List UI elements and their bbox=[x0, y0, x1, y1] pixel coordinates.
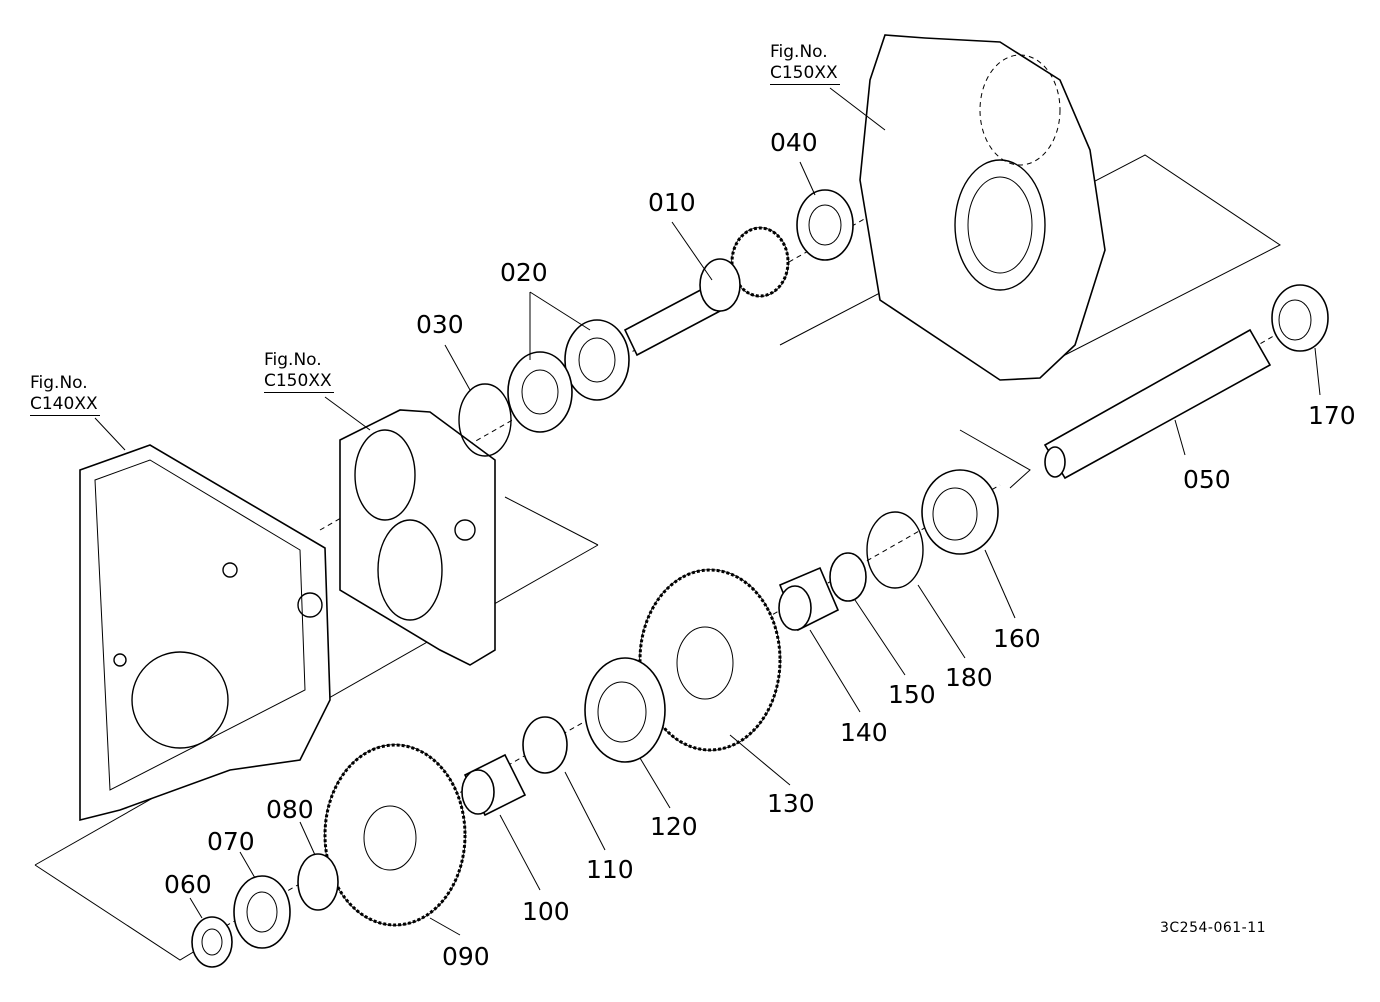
figure-ref-code: C150XX bbox=[770, 63, 840, 85]
middle-assembly-plane bbox=[959, 429, 1031, 489]
part-050-output-shaft bbox=[1043, 328, 1272, 480]
part-label-110[interactable]: 110 bbox=[586, 855, 634, 884]
part-label-080[interactable]: 080 bbox=[266, 795, 314, 824]
figure-ref-code: C150XX bbox=[264, 371, 334, 393]
part-label-160[interactable]: 160 bbox=[993, 624, 1041, 653]
part-120-shifter-collar bbox=[584, 657, 666, 763]
gear-case-right bbox=[859, 34, 1106, 381]
lower-plane-edge-right bbox=[504, 496, 599, 546]
part-label-140[interactable]: 140 bbox=[840, 718, 888, 747]
part-140-needle-bearing bbox=[778, 566, 840, 632]
part-label-120[interactable]: 120 bbox=[650, 812, 698, 841]
part-020-bearing-pair bbox=[507, 319, 630, 433]
part-label-050[interactable]: 050 bbox=[1183, 465, 1231, 494]
part-170-oil-seal bbox=[1271, 284, 1329, 352]
part-070-bearing bbox=[233, 875, 291, 949]
part-label-070[interactable]: 070 bbox=[207, 827, 255, 856]
part-label-020[interactable]: 020 bbox=[500, 258, 548, 287]
part-label-040[interactable]: 040 bbox=[770, 128, 818, 157]
part-label-100[interactable]: 100 bbox=[522, 897, 570, 926]
part-label-130[interactable]: 130 bbox=[767, 789, 815, 818]
gear-case-middle bbox=[339, 409, 496, 666]
figure-ref-left-case[interactable]: Fig.No. C140XX bbox=[30, 373, 100, 416]
figure-ref-middle-case[interactable]: Fig.No. C150XX bbox=[264, 350, 334, 393]
part-110-gear-hub bbox=[522, 716, 568, 774]
part-040-bearing bbox=[796, 189, 854, 261]
part-label-030[interactable]: 030 bbox=[416, 310, 464, 339]
leader-lines bbox=[94, 87, 1321, 936]
part-030-snap-ring bbox=[458, 383, 512, 457]
figure-ref-right-case[interactable]: Fig.No. C150XX bbox=[770, 42, 840, 85]
part-label-150[interactable]: 150 bbox=[888, 680, 936, 709]
part-label-170[interactable]: 170 bbox=[1308, 401, 1356, 430]
drawing-id: 3C254-061-11 bbox=[1160, 920, 1267, 936]
part-label-090[interactable]: 090 bbox=[442, 942, 490, 971]
figure-ref-prefix: Fig.No. bbox=[770, 42, 828, 62]
part-label-180[interactable]: 180 bbox=[945, 663, 993, 692]
part-010-pinion-shaft bbox=[623, 226, 790, 357]
transmission-case-left bbox=[79, 444, 331, 822]
part-090-gear bbox=[323, 743, 467, 927]
figure-ref-code: C140XX bbox=[30, 394, 100, 416]
part-080-spacer bbox=[297, 853, 339, 911]
figure-ref-prefix: Fig.No. bbox=[30, 373, 88, 393]
part-180-snap-ring bbox=[866, 511, 924, 589]
part-100-collar bbox=[461, 753, 527, 817]
figure-ref-prefix: Fig.No. bbox=[264, 350, 322, 370]
part-label-010[interactable]: 010 bbox=[648, 188, 696, 217]
part-130-gear bbox=[638, 568, 782, 752]
part-060-oil-seal bbox=[191, 916, 233, 968]
part-160-bearing bbox=[921, 469, 999, 555]
part-label-060[interactable]: 060 bbox=[164, 870, 212, 899]
part-150-thrust-washer bbox=[829, 552, 867, 602]
